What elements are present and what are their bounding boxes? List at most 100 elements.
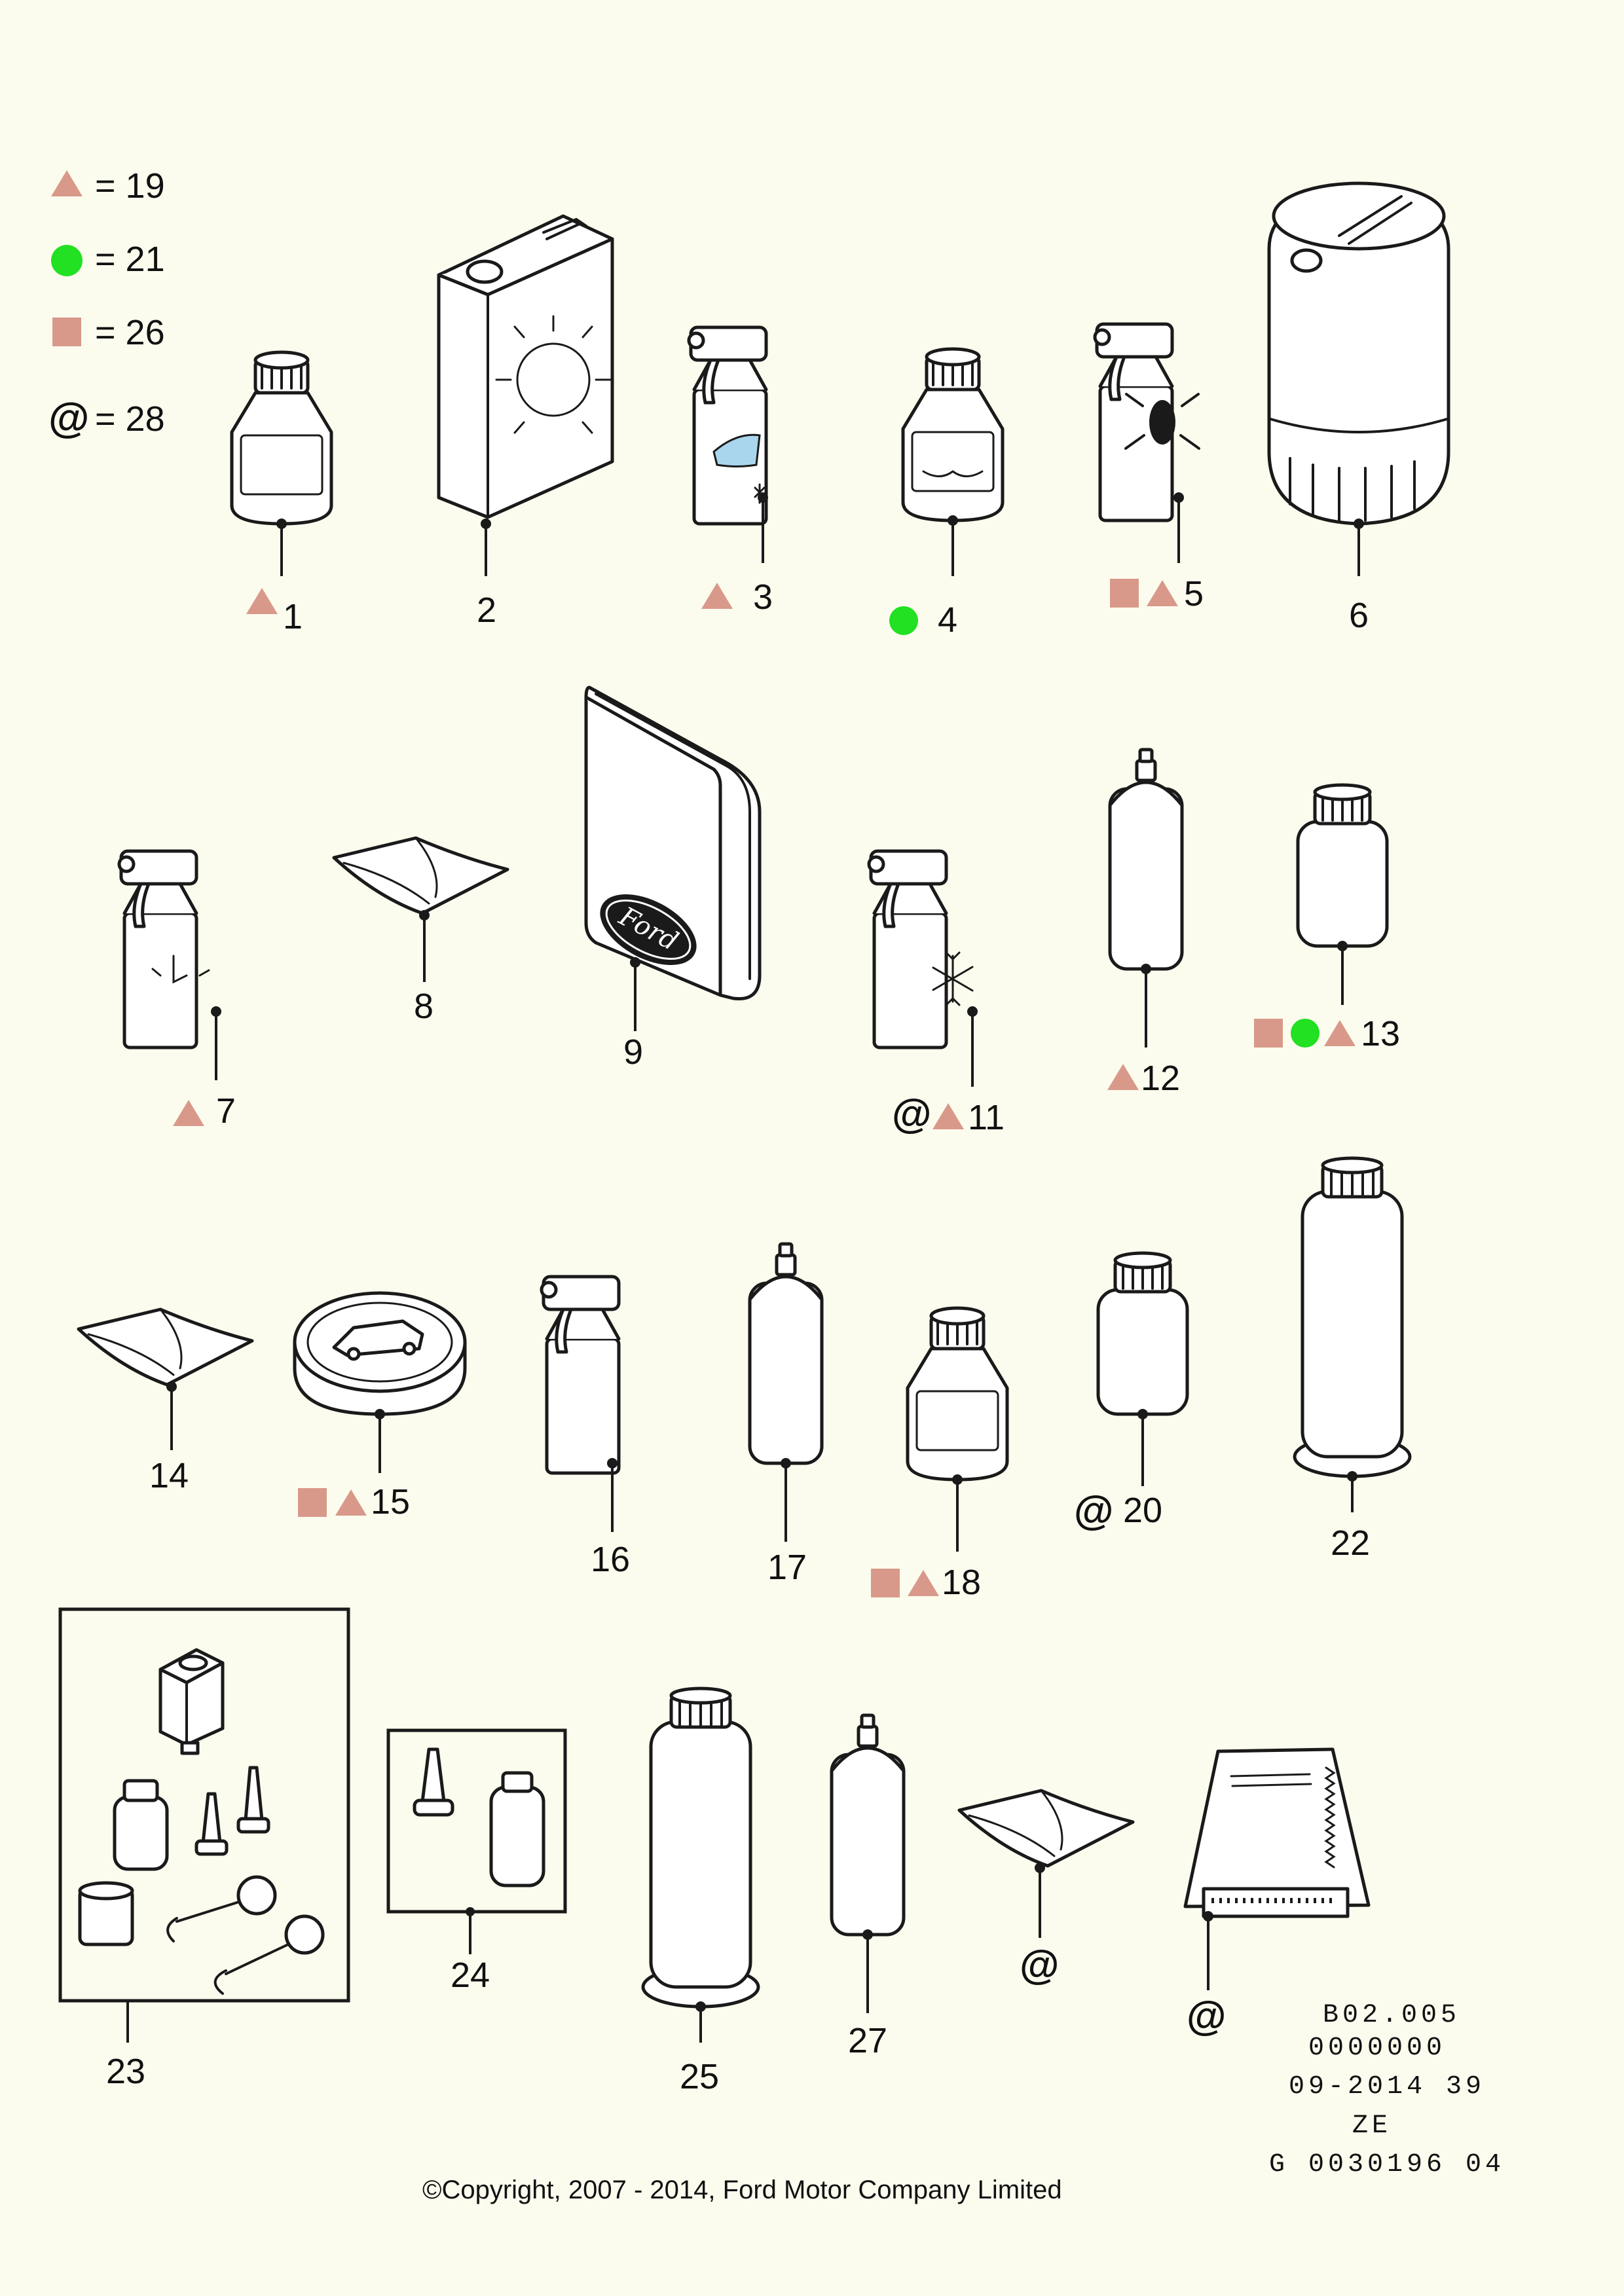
ice-scraper-icon — [1183, 1747, 1371, 1918]
aerosol-can-icon — [832, 1715, 904, 1935]
part-number: 25 — [680, 2057, 719, 2096]
part-22: 22 — [1295, 1158, 1410, 1563]
part-8: 8 — [334, 838, 507, 1026]
part-number: 18 — [942, 1563, 981, 1602]
part-number: 24 — [451, 1956, 490, 1995]
part-number: 22 — [1331, 1523, 1370, 1563]
part-24: 24 — [386, 1728, 567, 1995]
jar-icon — [1098, 1253, 1187, 1414]
legend-at-text: = 28 — [95, 399, 165, 439]
legend: = 19 = 21 = 26 @ = 28 — [48, 166, 165, 441]
drum-icon — [1267, 181, 1450, 526]
part-cloth-at: @ — [959, 1791, 1133, 1988]
part-6: 6 — [1267, 181, 1450, 635]
spray-bottle-icon — [869, 851, 974, 1048]
cloth-icon — [334, 838, 507, 913]
kit-icon — [413, 1747, 545, 1887]
part-number: 5 — [1184, 574, 1204, 613]
reference-line: 0000000 — [1308, 2033, 1446, 2063]
part-20: @ 20 — [1074, 1253, 1187, 1533]
spray-bottle-icon — [542, 1277, 619, 1473]
triangle-symbol-icon — [908, 1570, 939, 1596]
square-symbol-icon — [1254, 1019, 1283, 1048]
reference-line: B02.005 — [1323, 2001, 1460, 2030]
reference-line: G 0030196 04 — [1269, 2150, 1505, 2179]
reference-block: B02.005 0000000 09-2014 39 ZE G 0030196 … — [1269, 2001, 1505, 2179]
triangle-symbol-icon — [701, 583, 733, 609]
part-number: 27 — [848, 2021, 887, 2060]
kit-box — [386, 1728, 567, 1914]
part-25: 25 — [643, 1688, 758, 2096]
kit-box — [58, 1607, 350, 2003]
part-18: 18 — [871, 1308, 1007, 1602]
canister-icon — [437, 214, 614, 519]
legend-triangle-icon — [51, 170, 83, 196]
part-3: 3 — [689, 327, 773, 617]
legend-square-icon — [52, 318, 81, 346]
part-27: 27 — [832, 1715, 904, 2060]
legend-at-icon: @ — [48, 394, 89, 441]
spray-bottle-icon — [119, 851, 210, 1048]
triangle-symbol-icon — [1324, 1020, 1356, 1046]
circle-symbol-icon — [1291, 1019, 1320, 1048]
part-2: 2 — [437, 214, 614, 630]
triangle-symbol-icon — [335, 1489, 367, 1516]
bottle-icon — [232, 352, 331, 524]
copyright-text: ©Copyright, 2007 - 2014, Ford Motor Comp… — [422, 2176, 1062, 2204]
part-14: 14 — [79, 1309, 252, 1495]
at-symbol-icon: @ — [892, 1091, 931, 1137]
part-number: 11 — [968, 1098, 1005, 1137]
triangle-symbol-icon — [1147, 580, 1178, 606]
square-symbol-icon — [298, 1488, 327, 1517]
part-number: 6 — [1349, 596, 1369, 635]
kit-icon — [78, 1648, 325, 1995]
jar-icon — [1298, 785, 1387, 946]
part-17: 17 — [750, 1244, 822, 1587]
at-symbol-icon: @ — [1020, 1942, 1059, 1988]
tall-bottle-icon — [643, 1688, 758, 2007]
bottle-icon — [908, 1308, 1007, 1480]
legend-circle-text: = 21 — [95, 240, 165, 279]
triangle-symbol-icon — [932, 1103, 964, 1129]
at-symbol-icon: @ — [1187, 1994, 1226, 2039]
part-7: 7 — [119, 851, 236, 1131]
part-number: 8 — [414, 987, 434, 1026]
part-9: Ford 9 — [584, 685, 762, 1072]
part-number: 7 — [216, 1091, 236, 1131]
part-number: 4 — [938, 600, 957, 640]
reference-line: 09-2014 39 — [1289, 2072, 1485, 2102]
part-23: 23 — [58, 1607, 350, 2091]
part-number: 1 — [283, 597, 303, 636]
aerosol-can-icon — [1110, 750, 1182, 969]
part-number: 17 — [767, 1548, 807, 1587]
part-number: 13 — [1361, 1014, 1400, 1053]
aerosol-can-icon — [750, 1244, 822, 1463]
part-number: 2 — [477, 591, 496, 630]
part-16: 16 — [542, 1277, 630, 1579]
part-15: 15 — [293, 1291, 467, 1522]
part-number: 14 — [149, 1456, 189, 1495]
cloth-icon — [959, 1791, 1133, 1866]
part-4: 4 — [889, 349, 1003, 640]
square-symbol-icon — [871, 1569, 900, 1597]
part-number: 12 — [1141, 1059, 1180, 1098]
wax-tin-icon — [293, 1291, 467, 1416]
triangle-symbol-icon — [173, 1100, 204, 1126]
triangle-symbol-icon — [1107, 1064, 1139, 1090]
part-number: 16 — [591, 1540, 630, 1579]
part-12: 12 — [1107, 750, 1182, 1098]
reference-line: ZE — [1352, 2111, 1392, 2141]
square-symbol-icon — [1110, 579, 1139, 608]
tall-bottle-icon — [1295, 1158, 1410, 1476]
bottle-icon — [903, 349, 1003, 520]
part-number: 15 — [371, 1482, 410, 1522]
spray-bottle-icon — [1095, 324, 1200, 520]
part-5: 5 — [1095, 324, 1204, 613]
part-number: 9 — [623, 1032, 643, 1072]
part-13: 13 — [1254, 785, 1400, 1053]
part-number: 23 — [106, 2052, 145, 2091]
part-11: @ 11 — [869, 851, 1005, 1137]
legend-square-text: = 26 — [95, 313, 165, 352]
legend-circle-icon — [51, 245, 83, 276]
